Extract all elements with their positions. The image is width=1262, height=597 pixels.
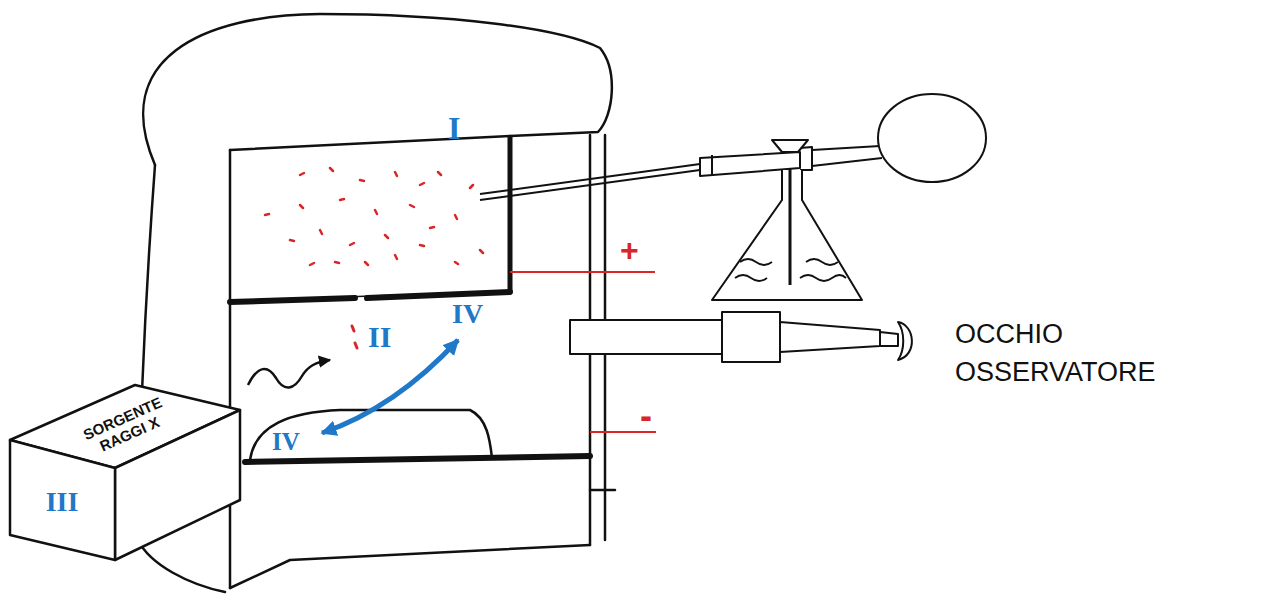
microscope-body (722, 312, 780, 362)
eyepiece (880, 332, 898, 346)
oil-droplets (352, 326, 357, 348)
flask (712, 170, 862, 300)
dip-tube (789, 168, 792, 285)
charge-motion-arrow (322, 340, 458, 433)
source-front-face (10, 440, 115, 560)
chamber-top (230, 136, 510, 150)
atomizer-neck (812, 146, 882, 166)
callout-number: III (46, 488, 79, 516)
callout-number: I (448, 112, 460, 144)
polarity-sign: + (620, 234, 639, 266)
lower-electrode (250, 410, 492, 460)
atomizer-valve (772, 140, 808, 152)
observer-label: OCCHIO OSSERVATORE (955, 316, 1225, 392)
lower-plate (245, 456, 590, 462)
microscope (570, 312, 912, 362)
oil-droplets (265, 168, 483, 265)
microscope-tube (780, 322, 880, 352)
atomizer-tube (480, 164, 700, 200)
wire (510, 271, 655, 273)
callout-number: II (368, 322, 391, 352)
chamber-floor (590, 489, 615, 492)
xray-source-box: SORGENTE RAGGI XIII (0, 380, 250, 565)
polarity-sign: - (640, 398, 652, 434)
eyepiece-cup (898, 322, 912, 360)
microscope-tube (570, 320, 722, 354)
atomizer (480, 94, 986, 300)
callout-number: IV (272, 429, 300, 454)
chamber-wall (229, 150, 232, 588)
chamber-floor (230, 545, 590, 588)
housing-dome (143, 14, 612, 165)
atomizer-bulb (878, 94, 986, 182)
plate-holder (508, 136, 513, 292)
flask-liquid (735, 259, 846, 281)
xray-beam (248, 360, 330, 388)
callout-number: IV (452, 300, 483, 328)
